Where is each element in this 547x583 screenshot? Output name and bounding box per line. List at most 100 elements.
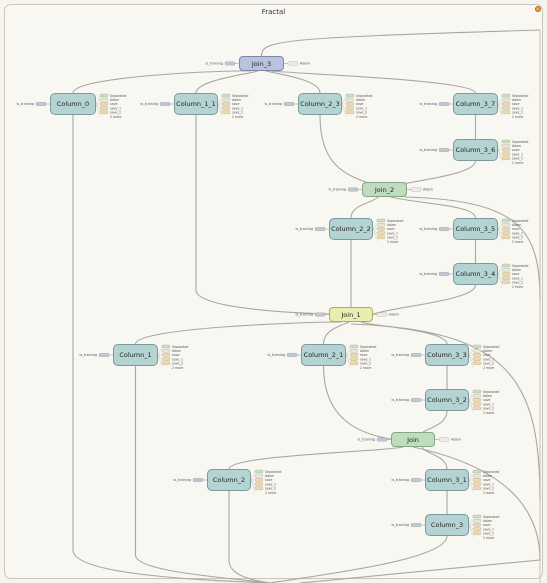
node-col33[interactable]: Column_3_3 <box>425 344 469 366</box>
node-col3[interactable]: Column_3 <box>425 514 469 536</box>
annot-label-col0-5: 2 more <box>110 115 121 119</box>
node-join[interactable]: Join <box>391 432 435 447</box>
node-col35[interactable]: Column_3_5 <box>453 218 498 240</box>
is-training-label-join: is_training <box>357 438 375 442</box>
node-col34[interactable]: Column_3_4 <box>453 263 498 285</box>
annot-chip-col22-1 <box>376 223 386 227</box>
annot-line-col34-3 <box>497 273 503 279</box>
annot-label-col11-0: Separated <box>232 94 248 98</box>
is-training-chip-col31 <box>410 478 422 482</box>
annot-line-col33-3 <box>468 354 474 360</box>
edge-col31-join <box>422 446 448 470</box>
annot-line-col22-5 <box>372 228 378 242</box>
node-col21[interactable]: Column_2_1 <box>301 344 346 366</box>
adam-chip-join2 <box>410 187 422 192</box>
annot-line-col1-3 <box>157 354 163 360</box>
annot-chip-col21-0 <box>349 344 359 349</box>
node-col22[interactable]: Column_2_2 <box>329 218 373 240</box>
annot-line-col11-1 <box>217 99 223 105</box>
annot-line-col2-5 <box>250 479 256 493</box>
annot-line-col35-1 <box>497 224 503 230</box>
annot-chip-col35-3 <box>501 231 511 235</box>
is-training-chip-join1 <box>314 312 326 317</box>
annot-label-col32-3: save_1 <box>483 402 494 406</box>
annot-line-col34-5 <box>497 273 503 287</box>
annot-line-col36-5 <box>497 149 503 163</box>
annot-label-col37-2: save <box>512 102 520 106</box>
is-training-label-col1: is_training <box>79 353 97 357</box>
annot-chip-col33-3 <box>472 357 482 361</box>
annot-chip-col23-2 <box>345 102 355 106</box>
annot-line-col34-0 <box>497 265 503 275</box>
annot-chip-col0-1 <box>99 98 109 102</box>
annot-line-col2-0 <box>250 471 256 481</box>
annot-chip-col34-4 <box>501 280 511 284</box>
annot-chip-col34-2 <box>501 272 511 276</box>
annot-label-col31-2: save <box>483 478 491 482</box>
annot-label-col1-5: 2 more <box>172 366 183 370</box>
edge-join3-out <box>260 29 541 57</box>
node-col32[interactable]: Column_3_2 <box>425 389 469 411</box>
node-col37[interactable]: Column_3_7 <box>453 93 498 115</box>
annot-line-col21-1 <box>345 350 351 356</box>
is-training-chip-col34 <box>438 272 450 276</box>
is-training-chip-col21 <box>286 353 298 357</box>
annot-label-col0-3: save_1 <box>110 106 121 110</box>
node-col23[interactable]: Column_2_3 <box>298 93 342 115</box>
is-training-chip-col0 <box>35 102 47 106</box>
annot-chip-col1-2 <box>161 353 171 357</box>
annot-chip-col2-4 <box>254 486 264 490</box>
annot-label-col32-1: Adam <box>483 394 492 398</box>
annot-label-col3-3: save_1 <box>483 527 494 531</box>
annot-chip-col3-3 <box>472 527 482 531</box>
collapse-icon[interactable] <box>535 6 541 12</box>
annot-line-col36-3 <box>497 149 503 155</box>
annot-label-col34-5: 2 more <box>512 285 523 289</box>
annot-chip-col37-3 <box>501 106 511 110</box>
annot-label-col11-2: save <box>232 102 240 106</box>
annot-line-col33-5 <box>468 354 474 368</box>
annot-label-col21-2: save <box>360 353 368 357</box>
node-col0[interactable]: Column_0 <box>50 93 96 115</box>
annot-chip-col11-2 <box>221 102 231 106</box>
node-join3[interactable]: Join_3 <box>239 56 284 71</box>
is-training-chip-col37 <box>438 102 450 106</box>
annot-line-col35-4 <box>497 228 503 238</box>
edge-col34-join1 <box>372 284 477 315</box>
annot-label-col1-4: save_2 <box>172 362 183 366</box>
node-col36[interactable]: Column_3_6 <box>453 139 498 161</box>
annot-line-col2-3 <box>250 479 256 485</box>
annot-line-col37-1 <box>497 99 503 105</box>
annot-line-col1-4 <box>157 354 163 364</box>
annot-label-col11-4: save_2 <box>232 111 243 115</box>
annot-line-col36-4 <box>497 149 503 159</box>
edge-col23-join2 <box>319 114 377 187</box>
node-col1[interactable]: Column_1 <box>113 344 158 366</box>
is-training-chip-col33 <box>410 353 422 357</box>
is-training-chip-col3 <box>410 523 422 527</box>
node-col2[interactable]: Column_2 <box>207 469 251 491</box>
is-training-label-join2: is_training <box>328 188 346 192</box>
is-training-label-col0: is_training <box>16 102 34 106</box>
annot-label-col1-3: save_1 <box>172 357 183 361</box>
annot-label-col33-4: save_2 <box>483 362 494 366</box>
annot-chip-col34-1 <box>501 268 511 272</box>
annot-label-col1-0: Separated <box>172 345 188 349</box>
annot-chip-col23-0 <box>345 93 355 98</box>
annot-label-col37-1: Adam <box>512 98 521 102</box>
node-join1[interactable]: Join_1 <box>329 307 373 322</box>
node-col31[interactable]: Column_3_1 <box>425 469 469 491</box>
is-training-label-col22: is_training <box>295 227 313 231</box>
annot-chip-col32-1 <box>472 394 482 398</box>
annot-chip-col37-4 <box>501 110 511 114</box>
node-join2[interactable]: Join_2 <box>362 182 407 197</box>
node-col11[interactable]: Column_1_1 <box>174 93 218 115</box>
is-training-label-join1: is_training <box>295 313 313 317</box>
annot-label-col22-3: save_1 <box>387 231 398 235</box>
annot-chip-col34-0 <box>501 263 511 268</box>
edge-col0-out <box>72 115 271 583</box>
annot-line-col32-4 <box>468 399 474 409</box>
annot-chip-col3-4 <box>472 531 482 535</box>
